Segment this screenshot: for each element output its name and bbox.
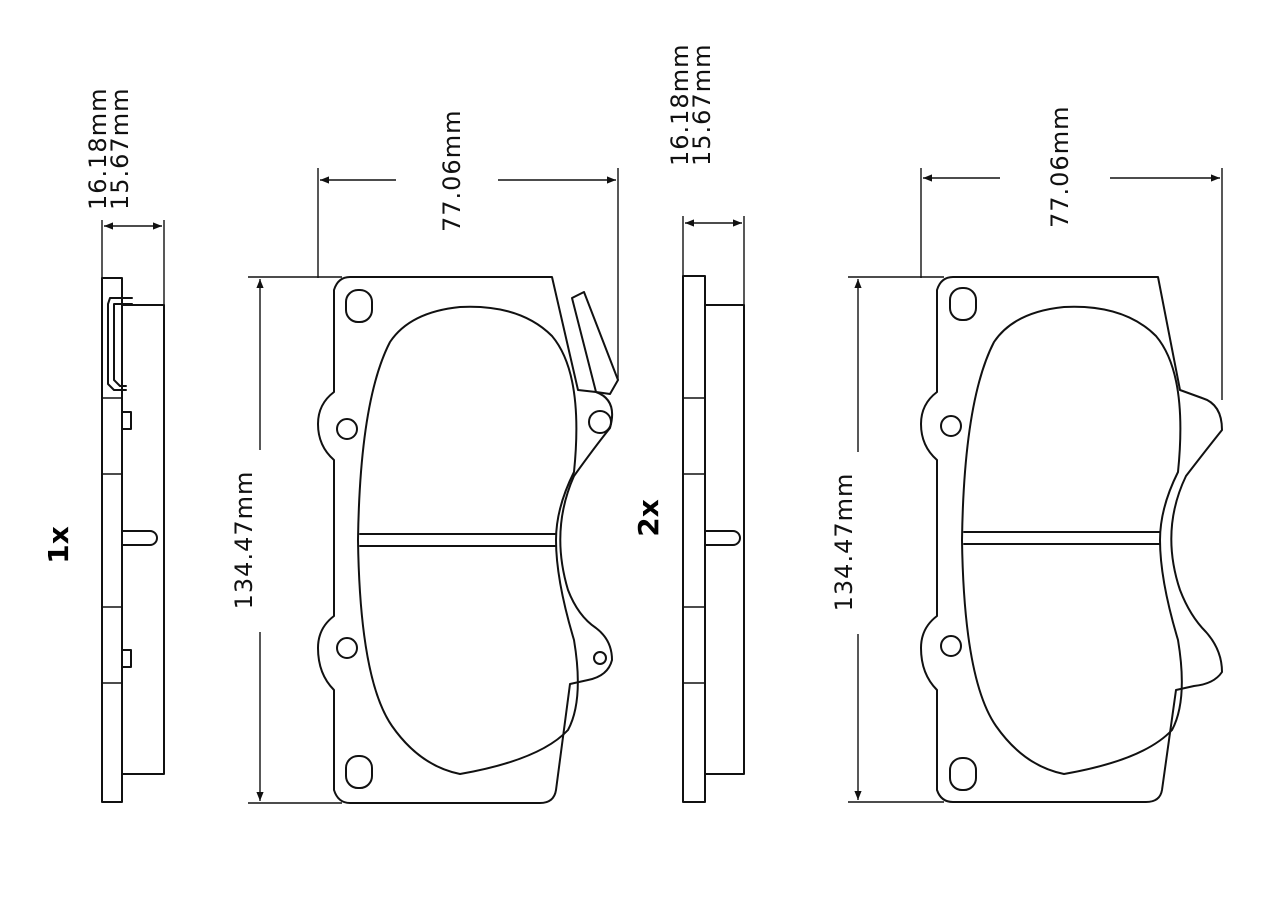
set2-width-dimension: 77.06mm <box>920 106 1223 400</box>
set1-backing-plate <box>317 276 614 804</box>
set1-thickness-total-label: 16.18mm <box>84 88 112 210</box>
set1-length-dimension: 134.47mm <box>230 276 342 804</box>
set2-backing-plate <box>920 276 1223 803</box>
set2-thickness-backing-label: 15.67mm <box>688 44 716 166</box>
set2-width-label: 77.06mm <box>1046 106 1074 228</box>
set1-quantity-label: 1x <box>42 526 75 564</box>
set1-width-label: 77.06mm <box>438 110 466 232</box>
set2-quantity-label: 2x <box>632 499 665 537</box>
set1-side-profile <box>101 277 165 803</box>
set2-friction-material <box>961 305 1183 775</box>
set2-side-profile <box>682 275 745 803</box>
set2-thickness-dimension: 16.18mm 15.67mm <box>666 44 745 305</box>
set1-length-label: 134.47mm <box>230 471 258 610</box>
set2-view: 2x 16.18mm 15.67mm 77.06mm <box>632 44 1223 803</box>
set2-front-view <box>920 276 1223 803</box>
set2-length-dimension: 134.47mm <box>830 276 944 803</box>
set1-thickness-backing-label: 15.67mm <box>106 88 134 210</box>
set1-width-dimension: 77.06mm <box>317 110 619 380</box>
set1-friction-material <box>357 305 579 775</box>
set2-thickness-total-label: 16.18mm <box>666 44 694 166</box>
set1-thickness-dimension: 16.18mm 15.67mm <box>84 88 165 305</box>
set1-front-view <box>317 276 619 804</box>
set1-view: 1x 16.18mm 15.67mm <box>42 88 619 804</box>
set2-length-label: 134.47mm <box>830 473 858 612</box>
